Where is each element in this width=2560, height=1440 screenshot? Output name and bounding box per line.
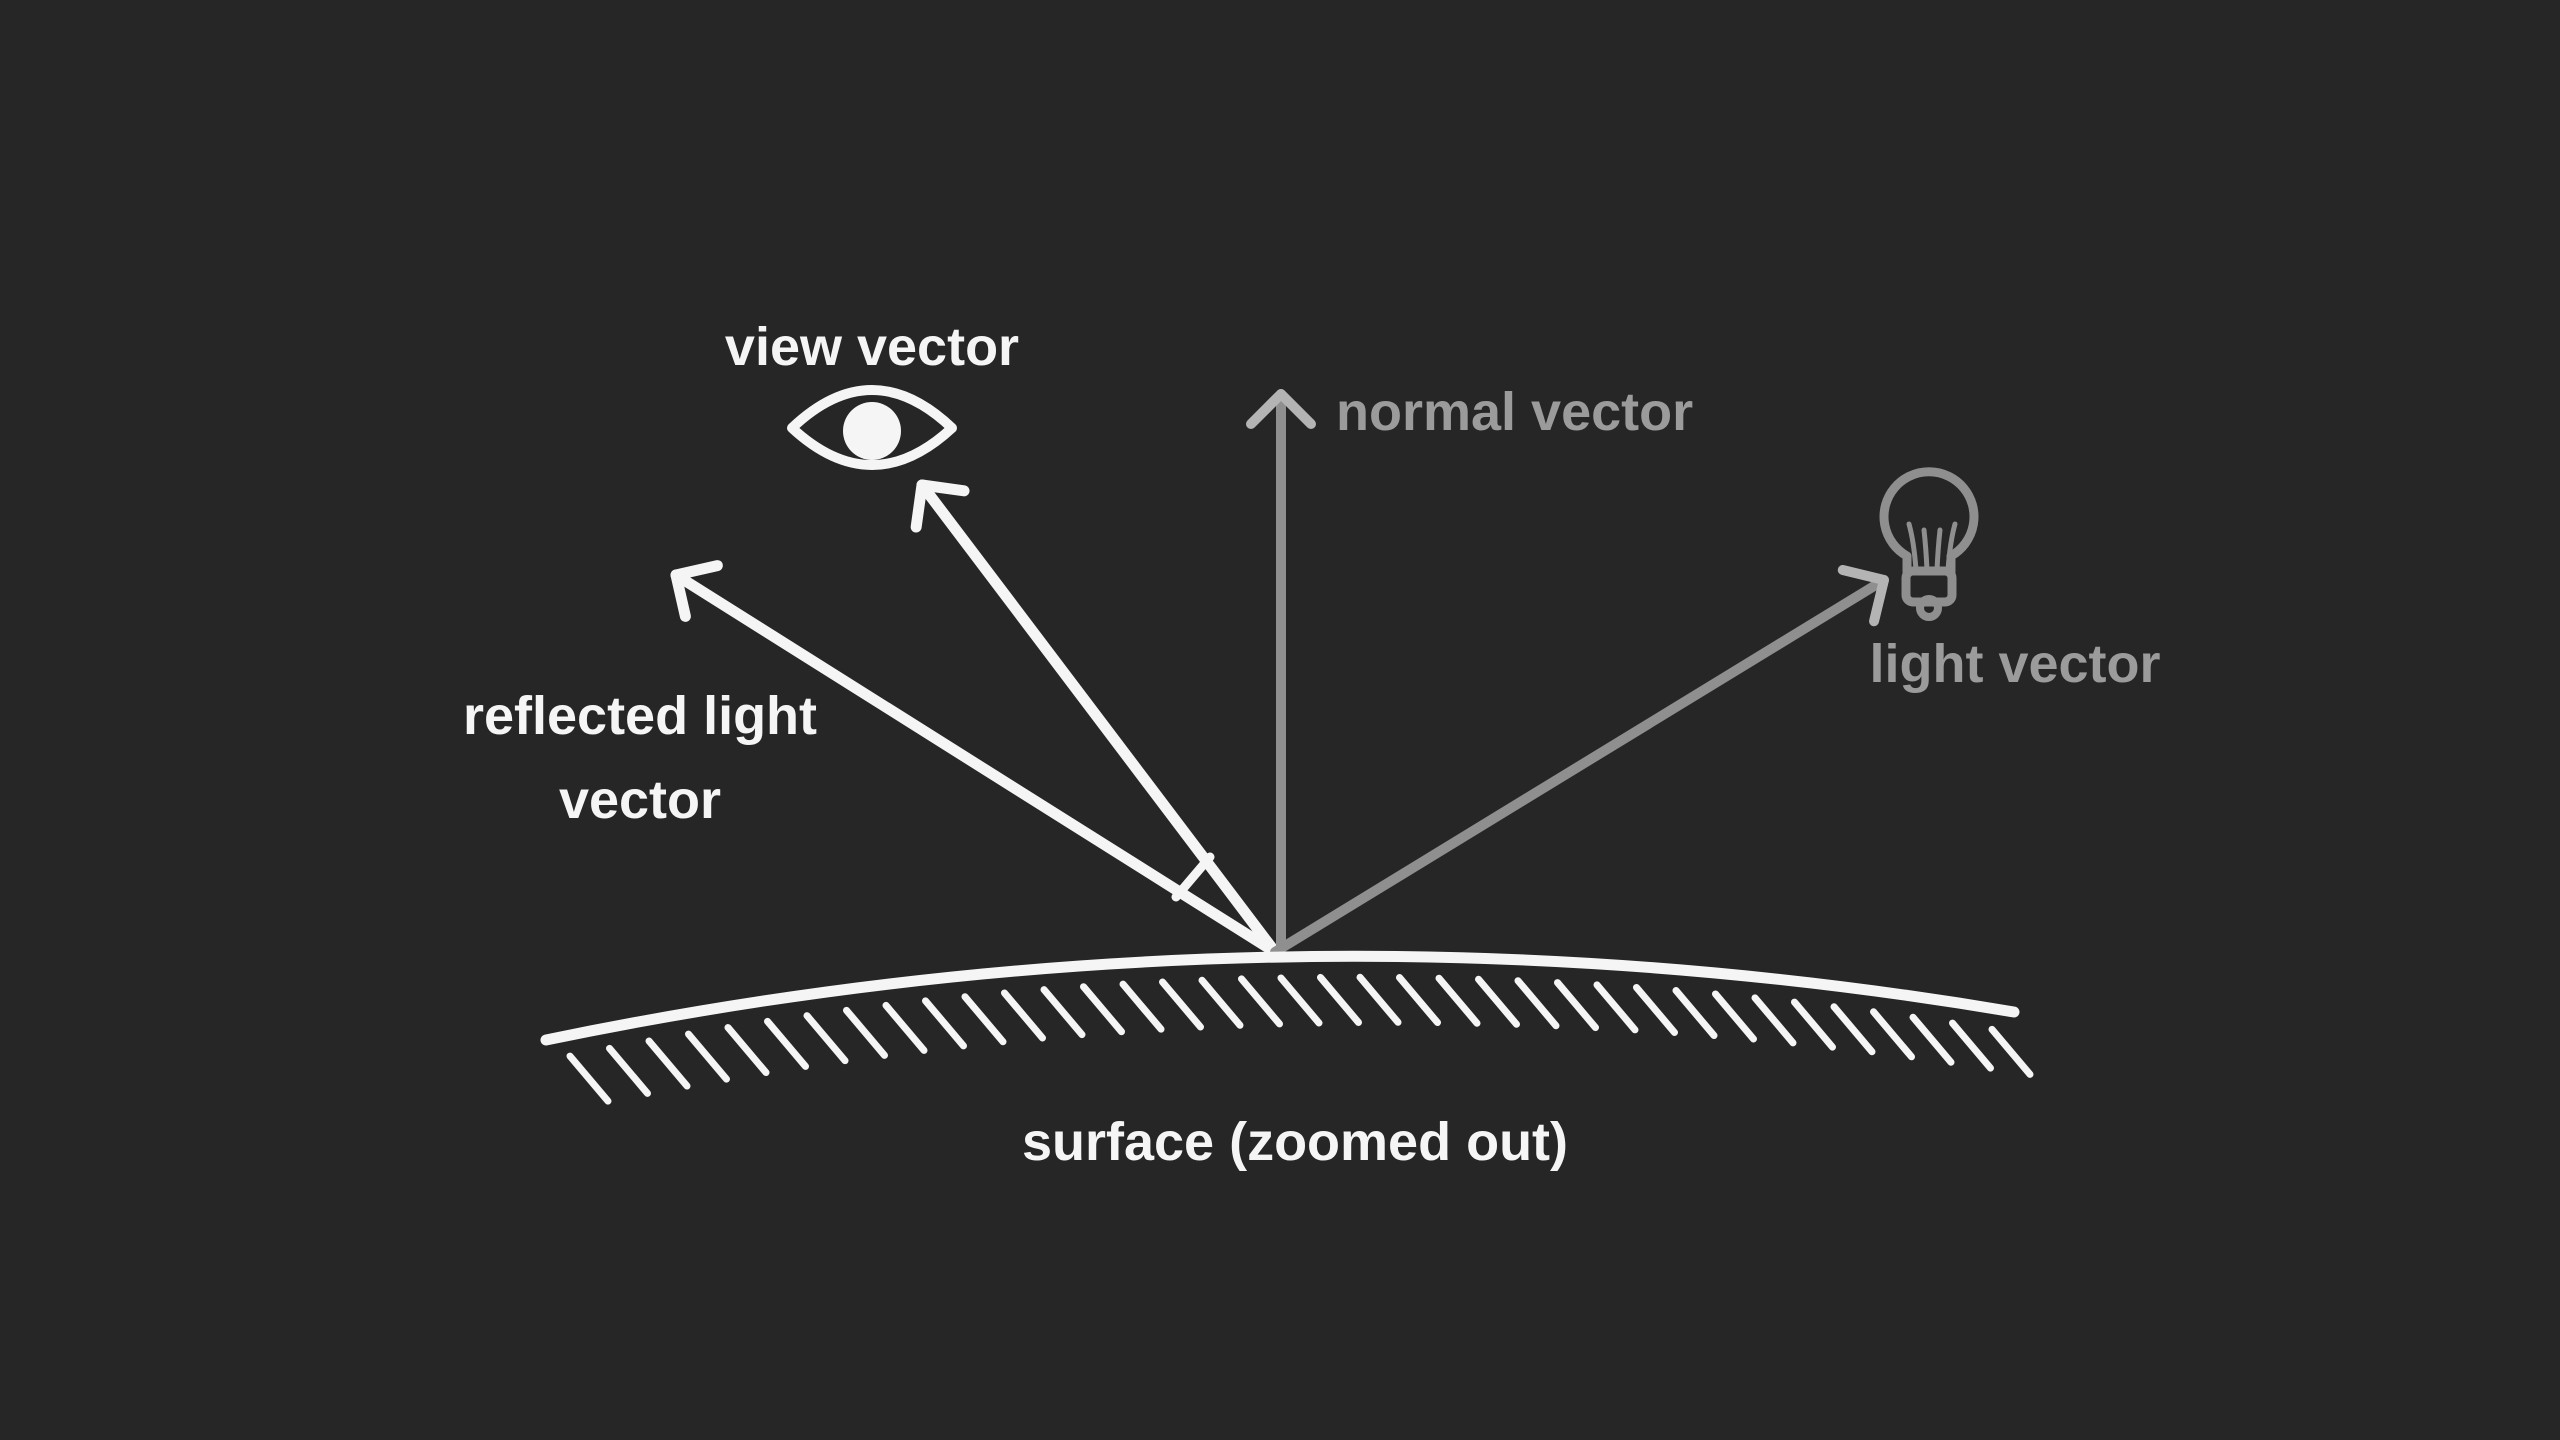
lightbulb-contact bbox=[1916, 595, 1942, 621]
hatch-line bbox=[1317, 973, 1362, 1026]
lightbulb-globe bbox=[1879, 467, 1979, 577]
hatch-line bbox=[1040, 986, 1086, 1039]
hatch-line bbox=[1396, 974, 1441, 1027]
light-vector-arrow bbox=[1270, 565, 1889, 957]
hatch-line bbox=[566, 1052, 612, 1105]
eye-pupil bbox=[843, 402, 901, 460]
hatch-line bbox=[764, 1017, 809, 1070]
hatch-line bbox=[1949, 1019, 1994, 1072]
reflected-light-vector-arrow bbox=[670, 560, 1281, 958]
vectors-layer bbox=[670, 389, 1889, 958]
eye-outline bbox=[787, 385, 957, 470]
hatch-line bbox=[843, 1006, 888, 1059]
hatch-line bbox=[645, 1037, 691, 1090]
hatch-line bbox=[1001, 989, 1046, 1042]
hatch-line bbox=[1356, 973, 1402, 1026]
lightbulb-filament bbox=[1906, 521, 1958, 573]
surface-line bbox=[540, 950, 2020, 1046]
hatch-line bbox=[1198, 976, 1244, 1029]
hatch-line bbox=[961, 993, 1007, 1046]
light-vector-label: light vector bbox=[1869, 634, 2161, 694]
hatch-line bbox=[1277, 974, 1323, 1027]
hatch-line bbox=[1751, 994, 1797, 1047]
hatch-line bbox=[882, 1001, 928, 1054]
hatch-line bbox=[1159, 978, 1204, 1031]
hatch-line bbox=[1633, 983, 1678, 1036]
hatch-line bbox=[1514, 977, 1560, 1030]
hatch-line bbox=[1672, 987, 1718, 1040]
hatch-line bbox=[1791, 998, 1836, 1051]
reflected-light-vector-label: reflected light vector bbox=[463, 674, 817, 842]
hatch-line bbox=[1712, 990, 1757, 1043]
hatch-line bbox=[1593, 981, 1639, 1034]
hatch-line bbox=[606, 1044, 651, 1097]
hatch-line bbox=[1238, 975, 1283, 1028]
hatch-line bbox=[1435, 974, 1481, 1027]
view-vector-arrow bbox=[910, 479, 1281, 958]
reflected-light-vector-label-line1: reflected light bbox=[462, 686, 818, 746]
hatch-line bbox=[922, 997, 967, 1050]
hatch-line bbox=[1080, 983, 1125, 1036]
hatch-line bbox=[1119, 980, 1165, 1033]
hatch-line bbox=[803, 1012, 849, 1065]
surface-hatching bbox=[566, 973, 2034, 1105]
eye-icon bbox=[787, 385, 957, 470]
normal-vector-label: normal vector bbox=[1336, 382, 1694, 442]
hatch-line bbox=[685, 1030, 730, 1083]
angle-between-view-and-reflected-marker bbox=[1171, 852, 1215, 902]
reflected-light-vector-label-line2: vector bbox=[558, 770, 722, 830]
hatch-line bbox=[724, 1024, 770, 1077]
hatch-line bbox=[1475, 975, 1520, 1028]
lightbulb-icon bbox=[1879, 467, 1979, 621]
surface-label: surface (zoomed out) bbox=[1021, 1112, 1569, 1172]
hatch-line bbox=[1909, 1013, 1955, 1066]
view-vector-label: view vector bbox=[724, 317, 1020, 377]
hatch-line bbox=[1830, 1003, 1876, 1056]
hatch-line bbox=[1554, 979, 1599, 1032]
hatch-line bbox=[1988, 1025, 2034, 1078]
hatch-line bbox=[1870, 1008, 1915, 1061]
